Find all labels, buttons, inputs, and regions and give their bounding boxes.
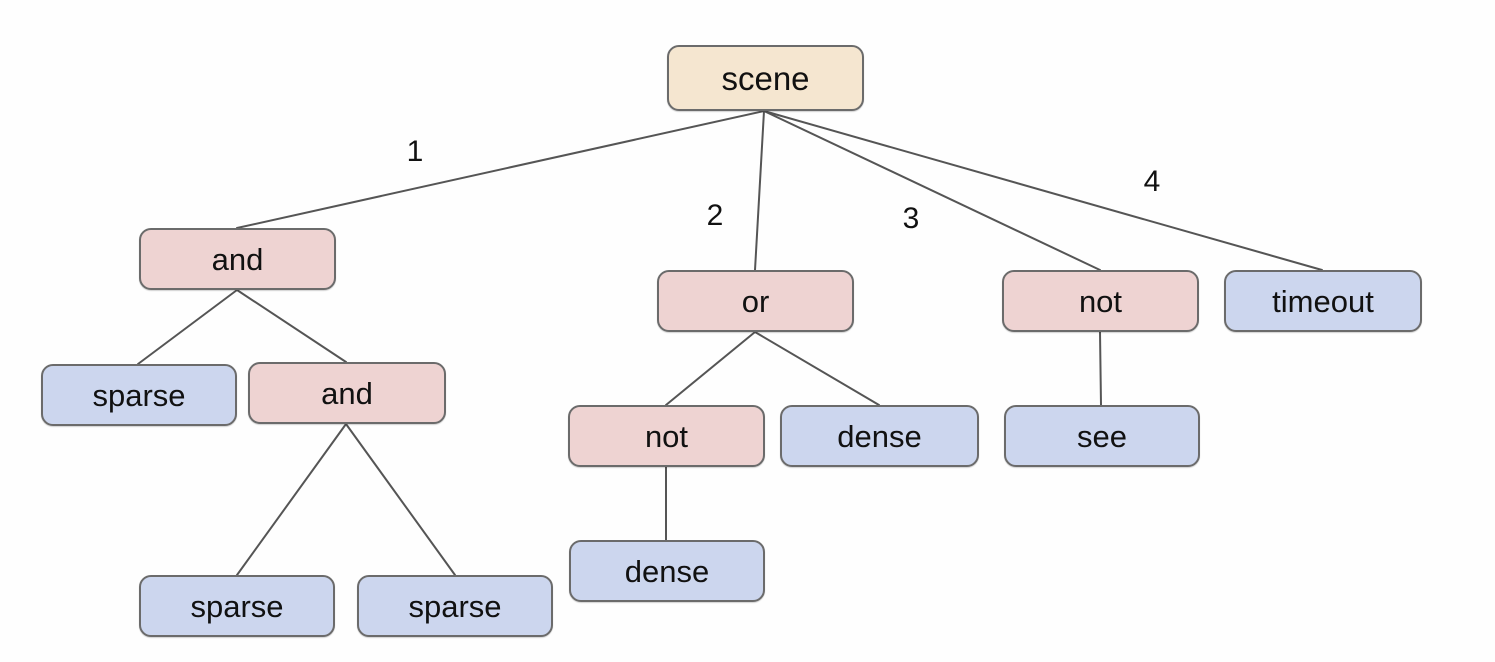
node-label-scene: scene xyxy=(721,59,810,97)
node-or1[interactable]: or xyxy=(657,270,854,332)
node-label-sparse1: sparse xyxy=(92,377,186,413)
node-sparse2[interactable]: sparse xyxy=(139,575,335,637)
edge-label-1: 1 xyxy=(406,135,424,168)
node-label-not1: not xyxy=(1078,283,1123,319)
node-and1[interactable]: and xyxy=(139,228,336,290)
node-sparse1[interactable]: sparse xyxy=(41,364,237,426)
edge-scene-to-not1 xyxy=(763,110,1101,271)
edge-label-2: 2 xyxy=(706,199,724,232)
node-and2[interactable]: and xyxy=(248,362,446,424)
node-see1[interactable]: see xyxy=(1004,405,1200,467)
node-label-and2: and xyxy=(321,375,373,411)
node-label-and1: and xyxy=(211,241,264,277)
node-not2[interactable]: not xyxy=(568,405,765,467)
node-label-dense1: dense xyxy=(837,418,922,454)
edge-label-4: 4 xyxy=(1143,165,1161,198)
edge-scene-to-or1 xyxy=(754,110,765,271)
edge-and2-to-sparse3 xyxy=(345,423,456,576)
edge-scene-to-timeout1 xyxy=(763,110,1323,271)
edge-and2-to-sparse2 xyxy=(236,423,347,576)
node-scene[interactable]: scene xyxy=(667,45,864,111)
node-label-sparse2: sparse xyxy=(190,588,284,624)
node-sparse3[interactable]: sparse xyxy=(357,575,553,637)
edge-and1-to-sparse1 xyxy=(137,289,238,365)
node-timeout1[interactable]: timeout xyxy=(1224,270,1422,332)
edge-not1-to-see1 xyxy=(1099,331,1102,406)
edge-or1-to-not2 xyxy=(665,331,756,406)
node-dense2[interactable]: dense xyxy=(569,540,765,602)
node-label-dense2: dense xyxy=(624,553,710,589)
node-label-not2: not xyxy=(644,418,689,454)
node-not1[interactable]: not xyxy=(1002,270,1199,332)
node-label-see1: see xyxy=(1077,418,1127,454)
node-label-sparse3: sparse xyxy=(408,588,502,624)
node-dense1[interactable]: dense xyxy=(780,405,979,467)
edge-scene-to-and1 xyxy=(236,110,765,229)
node-label-timeout1: timeout xyxy=(1272,283,1374,319)
edge-and1-to-and2 xyxy=(236,289,347,363)
node-label-or1: or xyxy=(741,283,770,319)
edge-or1-to-dense1 xyxy=(754,331,880,406)
edge-label-3: 3 xyxy=(902,202,920,235)
